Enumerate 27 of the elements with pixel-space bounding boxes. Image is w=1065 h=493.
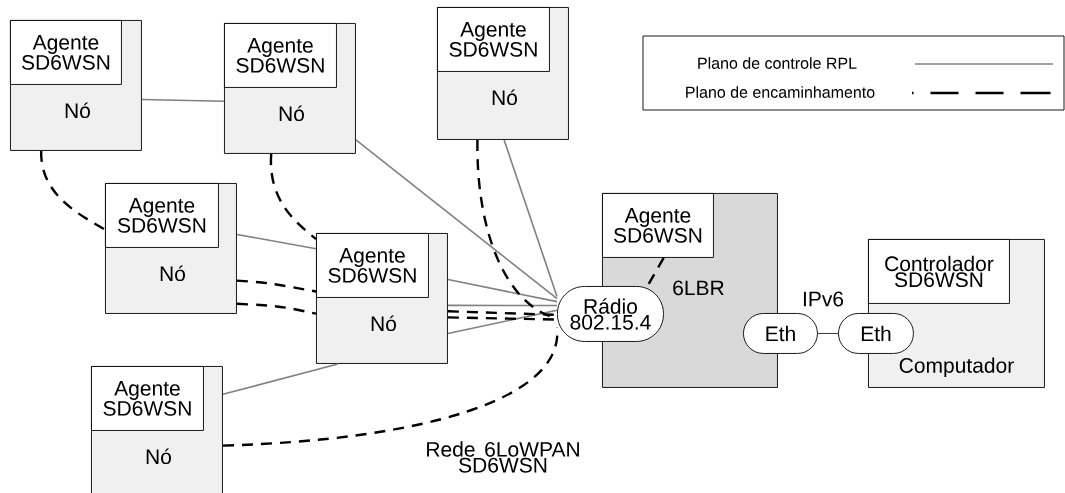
connection-line — [141, 98, 225, 103]
connection-line — [355, 139, 558, 300]
connection-line — [39, 150, 106, 231]
connection-line — [236, 279, 317, 293]
legend-label: Plano de controle RPL — [698, 57, 857, 69]
agent-box: Agente SD6WSN — [602, 193, 714, 258]
agent-box: Agente SD6WSN — [91, 366, 204, 431]
connection-line — [236, 233, 317, 250]
connection-line — [236, 302, 317, 315]
agent-box: Agente SD6WSN — [105, 183, 219, 248]
connection-line — [646, 257, 665, 287]
agent-box: Agente SD6WSN — [437, 7, 550, 72]
connection-line — [222, 363, 339, 396]
connection-line — [447, 304, 558, 307]
agent-box: Agente SD6WSN — [316, 233, 429, 298]
connection-line — [447, 309, 558, 335]
connection-line — [222, 327, 559, 447]
legend-label: Plano de encaminhamento — [686, 86, 875, 98]
connection-line — [503, 139, 558, 298]
connection-line — [447, 278, 558, 303]
connection-line — [269, 153, 317, 240]
edge-label: IPv6 — [801, 290, 845, 308]
agent-box: Agente SD6WSN — [224, 23, 337, 88]
connection-line — [817, 333, 839, 334]
network-label: Rede 6LoWPAN SD6WSN — [427, 441, 579, 473]
agent-box: Agente SD6WSN — [10, 20, 122, 85]
controller-box: Controlador SD6WSN — [868, 239, 1010, 304]
